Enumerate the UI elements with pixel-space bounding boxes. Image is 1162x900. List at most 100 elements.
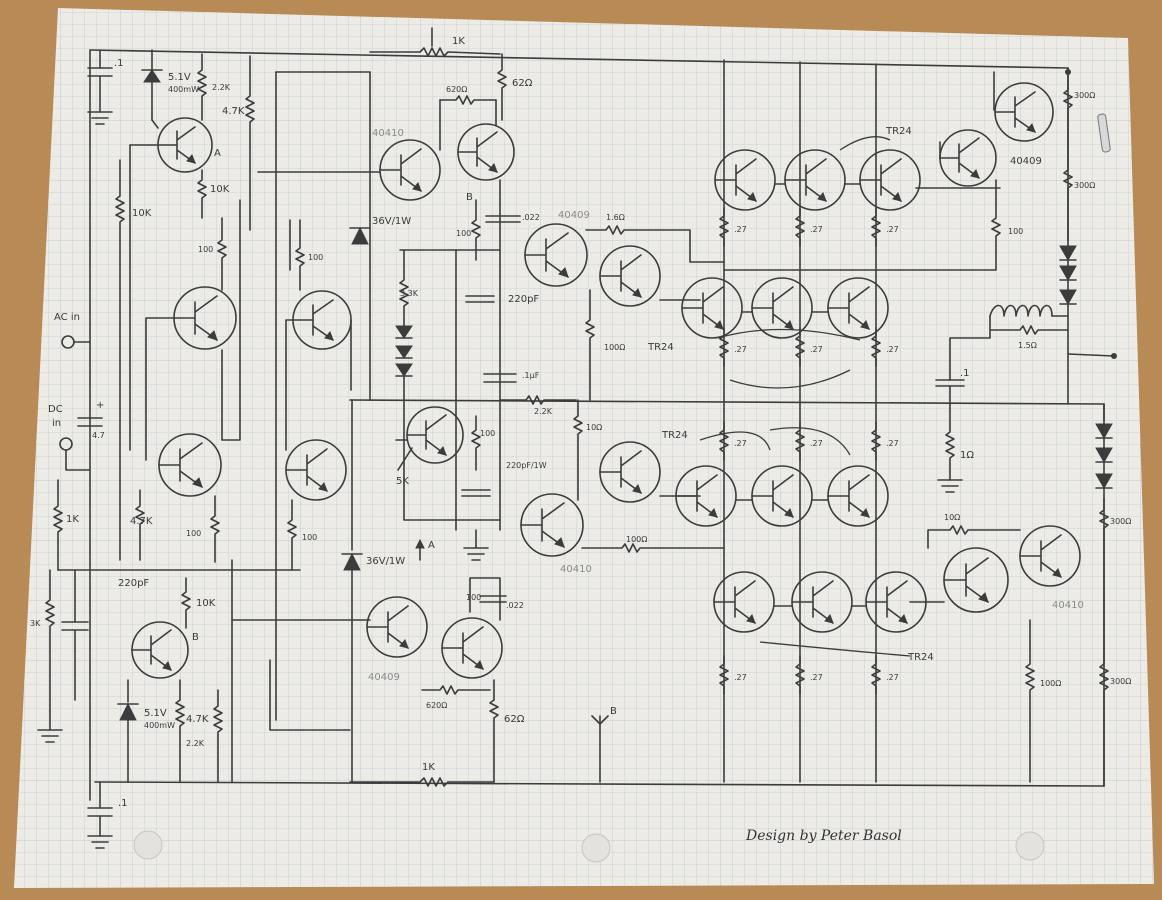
resistor-value: 100Ω	[626, 535, 647, 544]
npn-transistor-icon	[158, 433, 222, 497]
diode-icon	[395, 325, 413, 401]
npn-transistor-icon	[520, 493, 584, 557]
transistor-part: 40410	[372, 128, 404, 139]
resistor-icon	[197, 53, 207, 121]
resistor-icon	[421, 685, 491, 695]
resistor-icon	[795, 327, 805, 367]
resistor-icon	[1063, 67, 1073, 241]
resistor-value: 1.5Ω	[1018, 341, 1037, 350]
resistor-icon	[1099, 497, 1109, 641]
ground-icon	[87, 111, 113, 125]
resistor-icon	[871, 655, 881, 695]
center-left-stage: 100 100 36V/1W	[231, 71, 435, 783]
resistor-value: .27	[810, 225, 823, 234]
npn-transistor-icon	[379, 139, 441, 201]
npn-transistor-icon	[457, 123, 515, 181]
resistor-value: .27	[734, 345, 747, 354]
ground-icon	[87, 835, 113, 849]
right-stage: 40409 100 300Ω 300Ω	[723, 67, 1131, 787]
capacitor-icon	[87, 49, 113, 113]
cap-value: .1	[118, 798, 128, 809]
npn-transistor-icon	[751, 465, 813, 527]
cap-value: 220pF	[118, 578, 149, 589]
resistor-icon	[1099, 639, 1109, 787]
resistor-value: 2.2K	[212, 83, 231, 92]
ac-input-label: AC in	[54, 312, 80, 323]
resistor-icon	[719, 655, 729, 695]
npn-transistor-icon	[599, 441, 661, 503]
capacitor-icon	[77, 417, 103, 427]
transistor-part: 40409	[558, 210, 590, 221]
resistor-icon	[795, 207, 805, 247]
resistor-value: .27	[886, 225, 899, 234]
npn-transistor-icon	[943, 547, 1009, 613]
resistor-value: 620Ω	[426, 701, 447, 710]
npn-transistor-icon	[1019, 525, 1081, 587]
ground-icon	[463, 529, 489, 561]
resistor-icon	[719, 207, 729, 247]
resistor-icon	[581, 543, 725, 553]
zener-diode-icon	[141, 49, 163, 121]
resistor-icon	[245, 55, 255, 231]
dc-input-label: in	[52, 418, 61, 429]
resistor-value: .27	[886, 673, 899, 682]
cap-value: 220pF	[508, 294, 539, 305]
zener-diode-icon	[341, 399, 363, 783]
resistor-icon	[115, 159, 125, 561]
resistor-value: 2.2K	[534, 407, 553, 416]
resistor-icon	[175, 679, 185, 783]
resistor-value: 100	[1008, 227, 1023, 236]
npn-transistor-icon	[524, 223, 588, 287]
npn-transistor-icon	[994, 82, 1054, 142]
capacitor-icon	[935, 379, 965, 405]
driver-low: 5K 100 220pF/1W 10Ω TR24 40410	[269, 399, 725, 787]
resistor-value: 1Ω	[960, 450, 974, 461]
resistor-icon	[1025, 619, 1035, 783]
npn-transistor-icon	[784, 149, 846, 211]
npn-transistor-icon	[285, 439, 347, 501]
zener-voltage: 5.1V	[168, 72, 191, 83]
resistor-icon	[927, 525, 1021, 549]
dc-input-label: DC	[48, 404, 63, 415]
resistor-value: 10K	[196, 598, 216, 609]
npn-transistor-icon	[859, 149, 921, 211]
resistor-icon	[795, 421, 805, 461]
npn-transistor-icon	[751, 277, 813, 339]
resistor-icon	[723, 179, 1001, 271]
resistor-icon	[871, 327, 881, 367]
resistor-value: 100	[186, 529, 201, 538]
node-tag: B	[192, 632, 199, 643]
resistor-icon	[471, 199, 481, 261]
resistor-value: 300Ω	[1074, 91, 1095, 100]
resistor-icon	[135, 489, 145, 561]
npn-transistor-icon	[366, 596, 428, 658]
zener-label: 36V/1W	[366, 556, 405, 567]
resistor-value: 300Ω	[1074, 181, 1095, 190]
node-tag: A	[214, 148, 221, 159]
resistor-value: .27	[810, 345, 823, 354]
junction-dot	[1065, 69, 1071, 75]
npn-transistor-icon	[599, 245, 661, 307]
resistor-value: 620Ω	[446, 85, 467, 94]
ground-icon	[937, 479, 963, 493]
transistor-part: 40410	[1052, 600, 1084, 611]
diode-icon	[1059, 245, 1077, 306]
resistor-value: 10Ω	[944, 513, 960, 522]
tr24-label: TR24	[885, 126, 912, 137]
resistor-icon	[439, 95, 497, 105]
resistor-icon	[369, 47, 501, 57]
output-terminal[interactable]	[1111, 353, 1117, 359]
capacitor-icon	[61, 569, 89, 701]
ground-icon	[37, 709, 63, 743]
npn-transistor-icon	[441, 617, 503, 679]
polarity-mark: +	[96, 400, 104, 411]
zener-diode-icon	[117, 679, 139, 783]
resistor-icon	[585, 225, 725, 263]
resistor-icon	[871, 207, 881, 247]
cap-value: .022	[506, 601, 524, 610]
cap-value: .1	[114, 58, 124, 69]
resistor-value: .27	[886, 345, 899, 354]
capacitor-icon	[479, 595, 507, 603]
resistor-icon	[295, 219, 305, 291]
binder-hole	[581, 833, 611, 863]
